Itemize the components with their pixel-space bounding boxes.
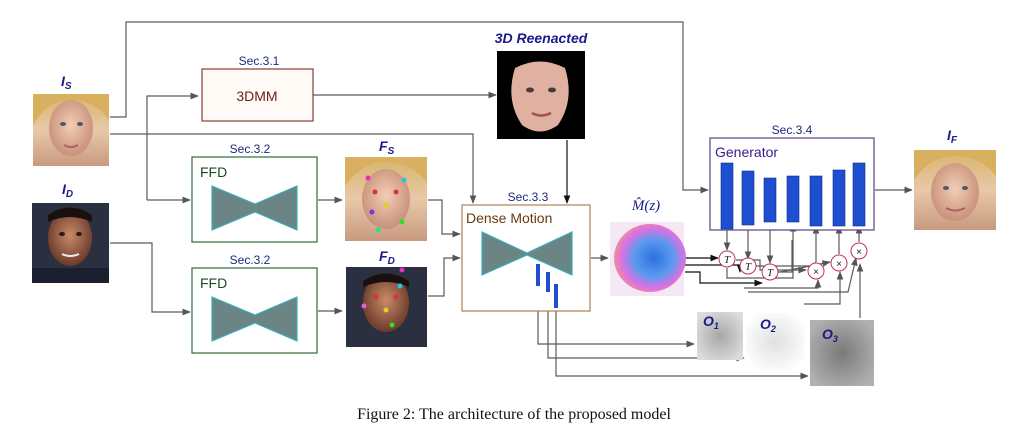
label-fd: FD (379, 248, 395, 267)
block-dense-motion: Sec.3.3 Dense Motion (461, 190, 591, 312)
label-if: IF (947, 127, 958, 146)
label-is: IS (61, 73, 72, 92)
occlusion-bar-3 (554, 284, 558, 308)
reenacted-3d-image (497, 51, 585, 139)
arrow-bar-to-o3 (555, 308, 809, 380)
arrow-t-to-x3 (748, 257, 858, 293)
multiply-operators: × × × (807, 242, 868, 280)
output-image-if (914, 150, 996, 230)
sec-label-ffd1: Sec.3.2 (230, 142, 271, 156)
generator-bar-3 (763, 177, 777, 223)
arrow-o2-to-x2 (804, 271, 844, 305)
block-generator: Sec.3.4 Generator (709, 123, 875, 231)
figure-caption: Figure 2: The architecture of the propos… (357, 406, 671, 423)
generator-bar-1 (720, 162, 734, 230)
sec-label-dense: Sec.3.3 (508, 190, 549, 204)
label-ffd2: FFD (200, 275, 227, 291)
warp-operators: T T T (718, 250, 779, 281)
arrow-o1-to-x1 (744, 279, 822, 289)
label-id: ID (62, 181, 73, 200)
source-image-is (33, 94, 109, 166)
arrow-bar-to-o2 (547, 292, 745, 362)
label-dense-motion: Dense Motion (466, 210, 552, 226)
label-3d-reenacted: 3D Reenacted (495, 30, 588, 46)
occlusion-bar-2 (546, 272, 550, 292)
occlusion-bar-1 (536, 264, 540, 286)
generator-bar-6 (832, 169, 846, 227)
sec-label-3dmm: Sec.3.1 (239, 54, 280, 68)
generator-bar-7 (852, 162, 866, 227)
block-ffd-1: Sec.3.2 FFD (191, 142, 318, 243)
arrow-id-to-ffd2 (110, 242, 191, 316)
arrow-fs-to-dense (428, 199, 461, 238)
occlusion-map-o2 (746, 313, 805, 370)
arrow-is-to-dense-motion (110, 133, 477, 204)
warp-op-3: T (767, 267, 774, 279)
label-generator: Generator (715, 144, 778, 160)
flow-field-mz (610, 222, 686, 296)
driving-image-id (32, 203, 109, 283)
arrow-mz-to-t2 (685, 264, 744, 273)
warp-op-1: T (724, 254, 731, 266)
connectors (110, 21, 913, 380)
label-o2: O2 (760, 316, 776, 334)
generator-bar-2 (741, 170, 755, 226)
sec-label-generator: Sec.3.4 (772, 123, 813, 137)
block-3dmm: Sec.3.1 3DMM (201, 54, 314, 122)
block-ffd-2: Sec.3.2 FFD (191, 253, 318, 354)
arrow-is-to-3dmm (146, 92, 199, 200)
feature-image-fd (346, 267, 427, 347)
occlusion-map-o3 (810, 320, 874, 386)
warp-op-2: T (745, 261, 752, 273)
label-3dmm: 3DMM (236, 88, 277, 104)
arrow-fd-to-dense (428, 254, 461, 297)
arrow-t1-up (726, 223, 797, 279)
label-ffd1: FFD (200, 164, 227, 180)
generator-bar-4 (786, 175, 800, 223)
arrow-is-to-generator (110, 21, 709, 194)
sec-label-ffd2: Sec.3.2 (230, 253, 271, 267)
bowtie-ffd2 (211, 296, 298, 342)
label-o3: O3 (822, 326, 838, 344)
label-o1: O1 (703, 313, 719, 331)
multiply-op-2: × (836, 259, 842, 270)
bowtie-dense (481, 231, 573, 276)
feature-image-fs (345, 157, 427, 241)
label-mz: M̂(z) (631, 198, 660, 214)
occlusion-map-o1 (697, 312, 743, 360)
generator-bar-5 (809, 175, 823, 227)
multiply-op-1: × (813, 267, 819, 278)
label-fs: FS (379, 138, 395, 157)
arrow-t3-route (778, 240, 793, 273)
arrow-mz-to-t3 (685, 271, 763, 287)
multiply-op-3: × (856, 247, 862, 258)
bowtie-ffd1 (211, 185, 298, 231)
arrow-t-to-x2 (779, 260, 831, 273)
